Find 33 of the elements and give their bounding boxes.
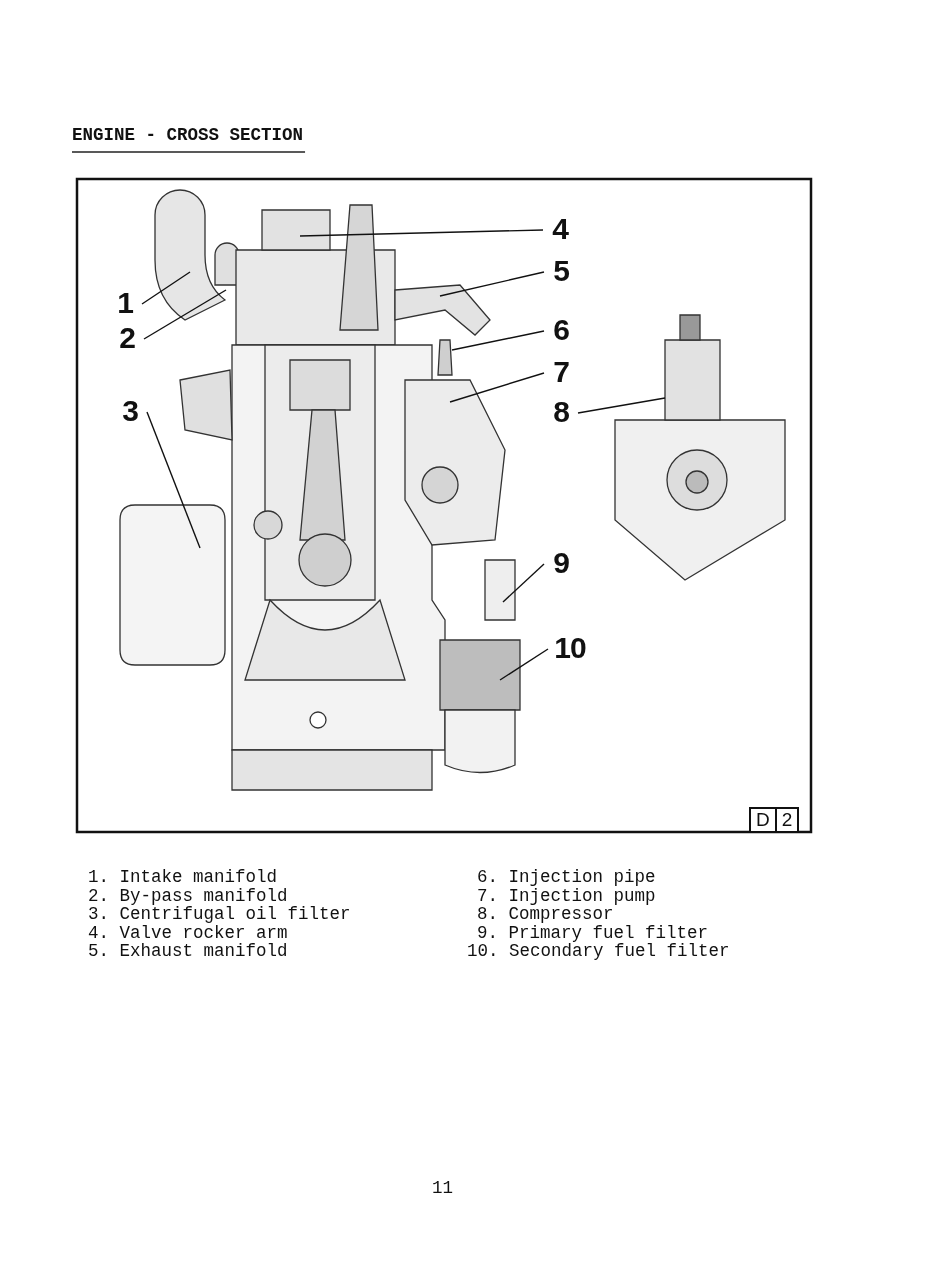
legend-item: 1. Intake manifold	[88, 867, 278, 887]
callout-number: 2	[112, 322, 142, 354]
leader-line	[141, 271, 191, 305]
legend-item: 9. Primary fuel filter	[477, 922, 709, 943]
leader-line	[499, 648, 549, 681]
callout-number: 1	[110, 287, 140, 319]
leader-line	[451, 330, 545, 351]
callout-number: 9	[546, 547, 576, 579]
leader-line	[439, 271, 545, 297]
diagram-title: ENGINE - CROSS SECTION	[72, 125, 304, 145]
callout-number: 6	[546, 314, 576, 346]
legend-item: 10. Secondary fuel filter	[467, 941, 730, 961]
callout-number: 4	[545, 213, 575, 245]
leader-line	[146, 411, 201, 549]
legend-item: 8. Compressor	[477, 904, 614, 924]
leader-line	[299, 229, 544, 237]
plate-reference-box: D 2	[749, 807, 800, 833]
leader-line	[143, 289, 227, 340]
callout-number: 10	[550, 632, 590, 664]
legend-item: 5. Exhaust manifold	[88, 941, 288, 961]
legend-item: 2. By-pass manifold	[88, 885, 288, 906]
legend-item: 4. Valve rocker arm	[88, 922, 288, 943]
leader-line	[502, 563, 545, 603]
page-number: 11	[432, 1178, 453, 1198]
callout-number: 7	[546, 356, 576, 388]
leader-line	[449, 372, 545, 403]
leader-line	[577, 397, 666, 414]
callout-number: 5	[546, 255, 576, 287]
callout-number: 8	[546, 396, 576, 428]
legend-item: 3. Centrifugal oil filter	[88, 904, 351, 924]
legend-item: 7. Injection pump	[477, 885, 656, 906]
callout-number: 3	[115, 395, 145, 427]
legend-item: 6. Injection pipe	[477, 867, 656, 887]
